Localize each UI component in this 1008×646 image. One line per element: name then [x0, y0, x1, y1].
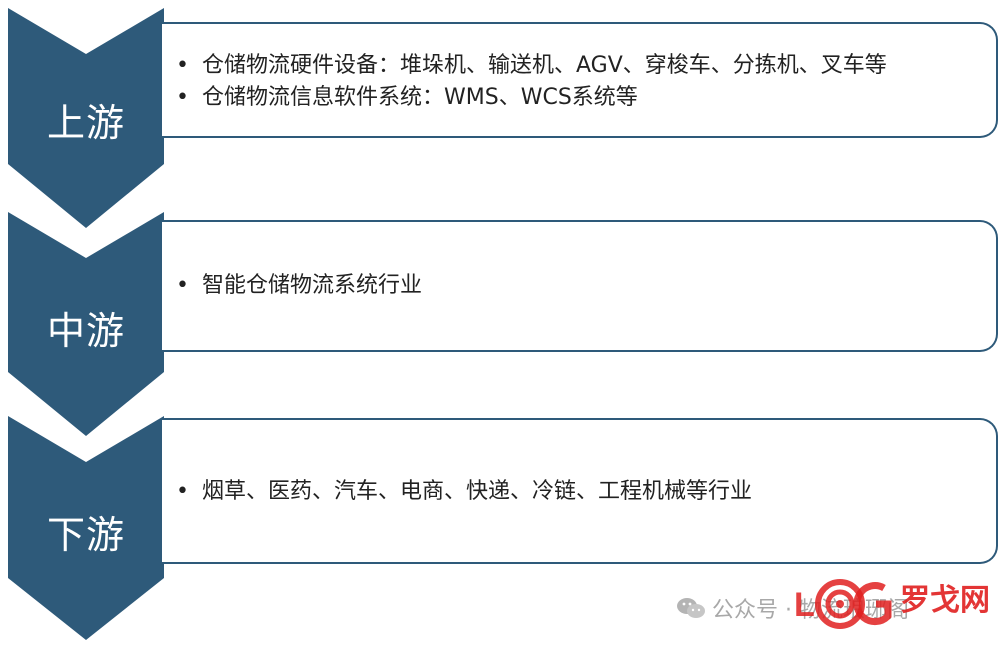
- upstream-item-hardware: 仓储物流硬件设备：堆垛机、输送机、AGV、穿梭车、分拣机、叉车等: [162, 50, 996, 82]
- upstream-list: 仓储物流硬件设备：堆垛机、输送机、AGV、穿梭车、分拣机、叉车等 仓储物流信息软…: [162, 24, 996, 114]
- luoge-logo: L 罗戈网: [794, 579, 990, 629]
- midstream-label: 中游: [46, 309, 125, 353]
- log-target-icon: L: [794, 579, 892, 629]
- wechat-icon: [677, 598, 705, 618]
- chevron-midstream: [8, 212, 164, 436]
- downstream-label: 下游: [46, 513, 125, 557]
- midstream-list: 智能仓储物流系统行业: [162, 222, 996, 302]
- upstream-label: 上游: [46, 101, 125, 145]
- upstream-box: 仓储物流硬件设备：堆垛机、输送机、AGV、穿梭车、分拣机、叉车等 仓储物流信息软…: [162, 22, 998, 138]
- downstream-item: 烟草、医药、汽车、电商、快递、冷链、工程机械等行业: [162, 476, 996, 508]
- downstream-list: 烟草、医药、汽车、电商、快递、冷链、工程机械等行业: [162, 420, 996, 508]
- midstream-item: 智能仓储物流系统行业: [162, 270, 996, 302]
- logo-text: 罗戈网: [900, 583, 990, 618]
- midstream-box: 智能仓储物流系统行业: [162, 220, 998, 352]
- svg-text:L: L: [794, 586, 815, 624]
- downstream-box: 烟草、医药、汽车、电商、快递、冷链、工程机械等行业: [162, 418, 998, 564]
- upstream-item-software: 仓储物流信息软件系统：WMS、WCS系统等: [162, 82, 996, 114]
- chevron-downstream: [8, 416, 164, 640]
- chevron-upstream: [8, 8, 164, 228]
